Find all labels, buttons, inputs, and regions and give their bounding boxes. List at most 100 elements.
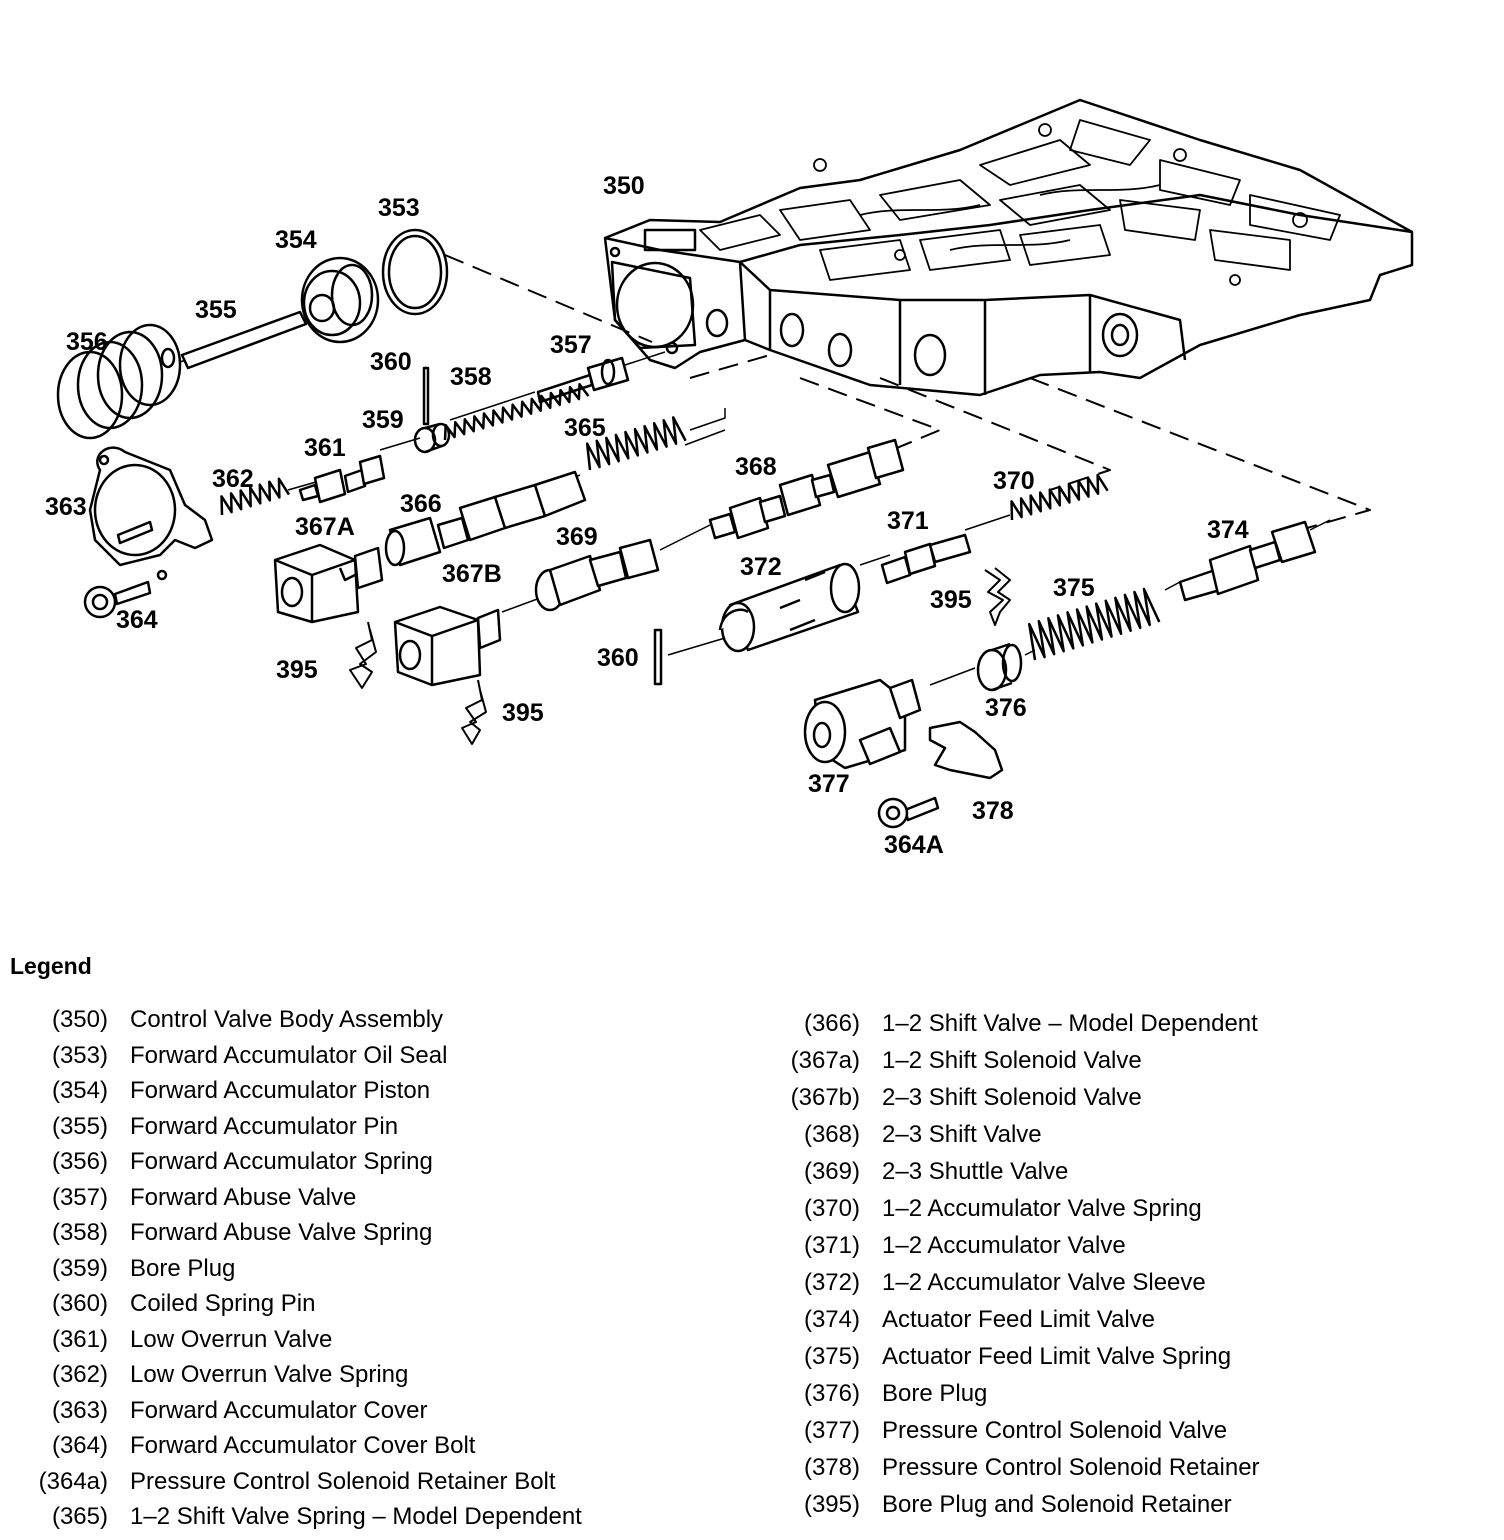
legend-description: Pressure Control Solenoid Retainer Bolt [130,1467,556,1495]
actuator-feed-limit-valve [1178,520,1317,602]
legend-item: (361)Low Overrun Valve [0,1322,582,1358]
coiled-spring-pin-upper [422,366,430,426]
legend-description: 1–2 Accumulator Valve Sleeve [882,1269,1206,1296]
legend-code: (359) [51,1254,108,1282]
legend-code: (364a) [38,1467,108,1495]
legend-description: Forward Accumulator Cover [130,1396,428,1424]
callout-371: 371 [887,507,929,535]
legend-description: Forward Accumulator Pin [130,1112,399,1140]
legend-description: Forward Accumulator Cover Bolt [130,1432,476,1459]
legend-description: 1–2 Accumulator Valve Spring [882,1195,1202,1222]
legend-code: (355) [51,1112,108,1140]
callout-356: 356 [66,328,108,356]
legend-right-column: (366)1–2 Shift Valve – Model Dependent (… [768,1005,1260,1523]
forward-accumulator-pin [180,310,308,370]
retainer-clip-395a [349,621,377,689]
legend-code: (350) [51,1006,108,1033]
legend-description: Pressure Control Solenoid Retainer [882,1454,1260,1481]
legend-code: (374) [803,1306,860,1333]
accumulator-valve-sleeve [718,562,861,653]
legend-item: (360)Coiled Spring Pin [0,1286,582,1322]
legend-item: (369)2–3 Shuttle Valve [768,1153,1260,1190]
callout-368: 368 [735,453,777,481]
legend-description: 1–2 Accumulator Valve [882,1232,1126,1259]
legend-description: 2–3 Shift Solenoid Valve [882,1084,1142,1111]
legend-item: (395)Bore Plug and Solenoid Retainer [768,1486,1260,1523]
callout-362: 362 [212,465,254,493]
shift-valve-spring-365 [585,416,687,471]
legend-item: (377)Pressure Control Solenoid Valve [768,1412,1260,1449]
legend-item: (376)Bore Plug [768,1375,1260,1412]
callout-358: 358 [450,363,492,391]
callout-365: 365 [564,414,606,442]
legend-code: (375) [803,1343,860,1370]
legend-code: (372) [803,1269,860,1296]
callout-367a: 367A [295,513,355,541]
bore-plug-359 [413,422,451,454]
legend-description: 1–2 Shift Solenoid Valve [882,1047,1142,1074]
forward-accumulator-cover-bolt [83,580,152,619]
legend-code: (362) [51,1361,108,1388]
legend-description: 2–3 Shuttle Valve [882,1158,1069,1185]
legend-code: (395) [803,1491,860,1518]
callout-364: 364 [116,606,158,634]
legend-item: (362)Low Overrun Valve Spring [0,1357,582,1393]
legend-description: Actuator Feed Limit Valve [882,1306,1156,1333]
forward-abuse-valve-spring [443,382,590,441]
legend-code: (361) [51,1325,108,1353]
callout-354: 354 [275,226,317,254]
legend-code: (368) [803,1121,860,1148]
callout-372: 372 [740,553,782,581]
legend-item: (368) 2–3 Shift Valve [768,1116,1260,1153]
legend-code: (377) [803,1417,860,1444]
legend-description: Forward Accumulator Piston [130,1077,431,1104]
legend-description: Forward Abuse Valve Spring [130,1219,433,1246]
callout-376: 376 [985,694,1027,722]
legend-code: (367b) [790,1084,860,1111]
legend-description: 1–2 Shift Valve Spring – Model Dependent [130,1503,582,1530]
shift-valve-366 [384,470,587,567]
retainer-clip-395b [461,679,487,745]
callout-366: 366 [400,490,442,518]
accumulator-valve-371 [880,533,972,585]
callout-360-lower: 360 [597,644,639,672]
legend-item: (365)1–2 Shift Valve Spring – Model Depe… [0,1499,582,1535]
shuttle-valve-369 [534,538,660,612]
legend-item: (370)1–2 Accumulator Valve Spring [768,1190,1260,1227]
legend-item: (372) 1–2 Accumulator Valve Sleeve [768,1264,1260,1301]
bore-plug-376 [976,642,1023,692]
callout-363: 363 [45,493,87,521]
retainer-clip-395c [984,567,1011,626]
forward-accumulator-spring [56,323,182,440]
actuator-feed-limit-valve-spring [1028,587,1161,661]
legend-item: (375)Actuator Feed Limit Valve Spring [768,1338,1260,1375]
callout-377: 377 [808,770,850,798]
legend-description: Bore Plug [882,1380,988,1407]
legend-description: Bore Plug [130,1254,236,1282]
shift-valve-368 [708,438,905,540]
legend-item: (350)Control Valve Body Assembly [0,1002,582,1038]
forward-abuse-valve [536,356,630,404]
legend-description: Forward Abuse Valve [130,1183,357,1211]
legend-item: (359) Bore Plug [0,1251,582,1287]
callout-369: 369 [556,523,598,551]
legend-left-column: (350)Control Valve Body Assembly (353)Fo… [0,1002,582,1535]
legend-item: (367b) 2–3 Shift Solenoid Valve [768,1079,1260,1116]
legend-item: (364a) Pressure Control Solenoid Retainer… [0,1464,582,1500]
shift-solenoid-367b [393,605,502,687]
callout-359: 359 [362,406,404,434]
callout-355: 355 [195,296,237,324]
legend-item: (355) Forward Accumulator Pin [0,1109,582,1145]
legend-description: 2–3 Shift Valve [882,1121,1042,1148]
low-overrun-valve [298,454,386,504]
callout-350: 350 [603,172,645,200]
legend-item: (366)1–2 Shift Valve – Model Dependent [768,1005,1260,1042]
legend-code: (358) [51,1219,108,1246]
callout-370: 370 [993,467,1035,495]
coiled-spring-pin-lower [653,628,663,686]
callout-364a: 364A [884,831,944,859]
callout-375: 375 [1053,574,1095,602]
pressure-control-solenoid-retainer-bolt [877,796,940,829]
callout-378: 378 [972,797,1014,825]
legend-item: (356)Forward Accumulator Spring [0,1144,582,1180]
